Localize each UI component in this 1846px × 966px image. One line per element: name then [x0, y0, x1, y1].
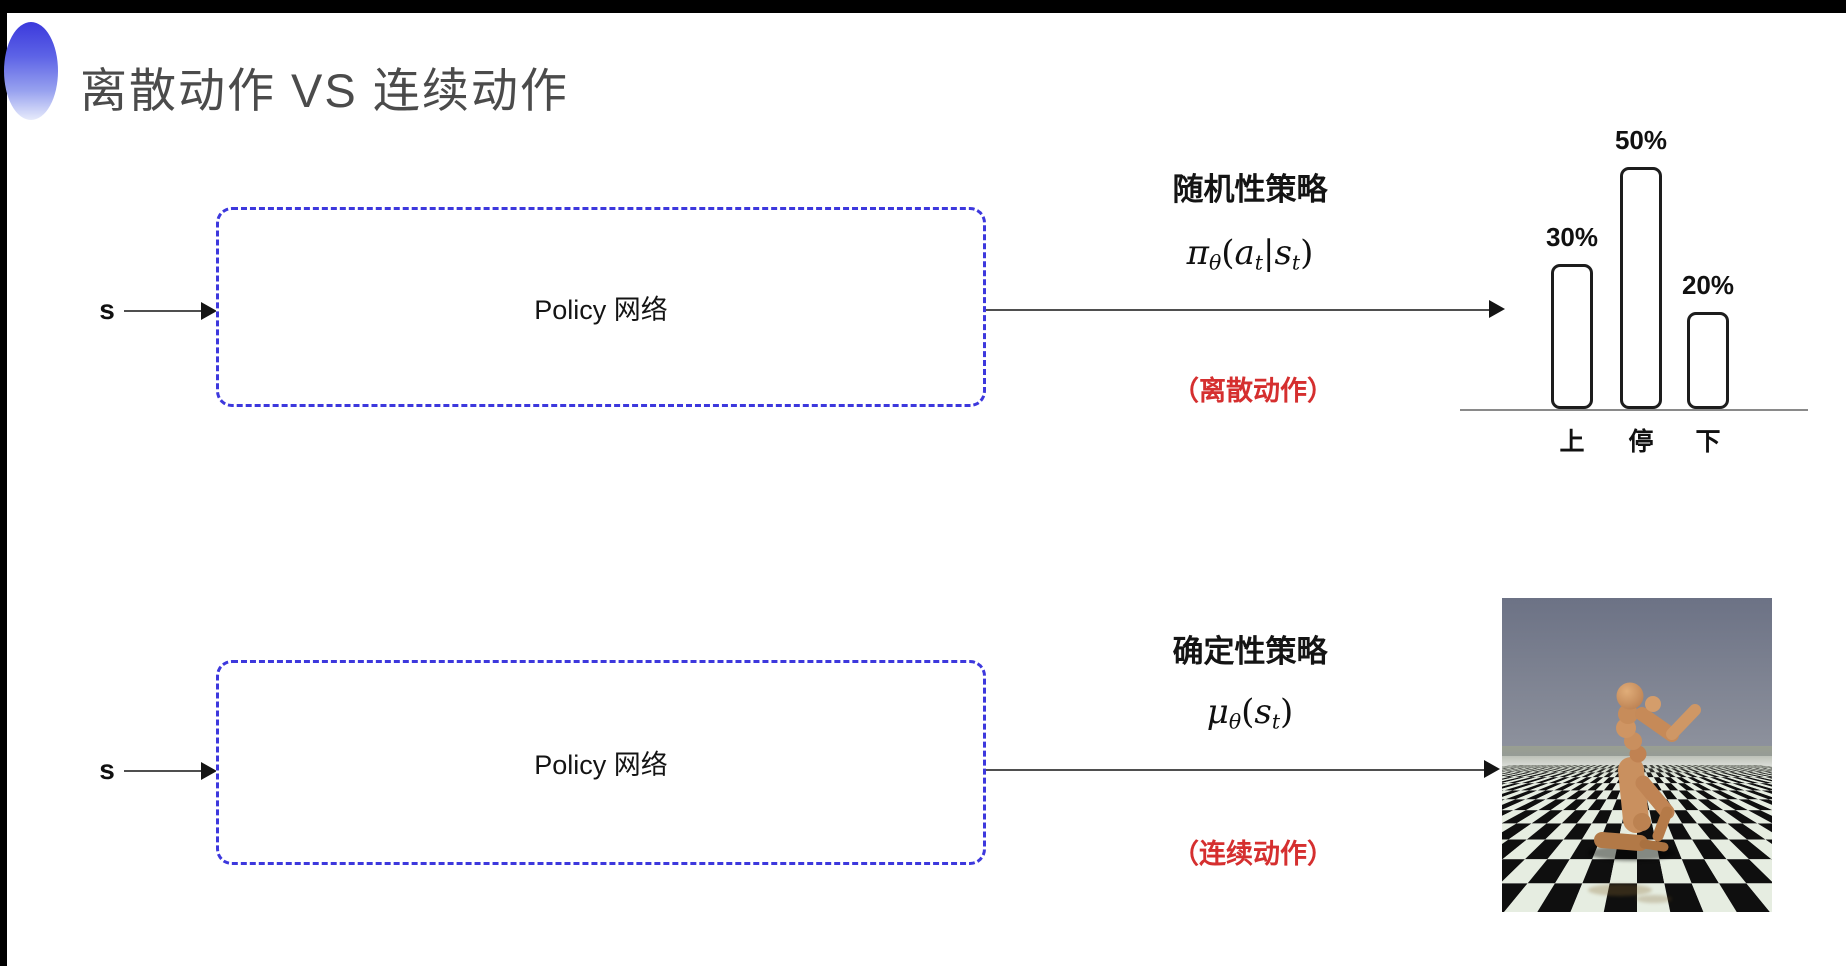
- bottom-input-arrow-line: [124, 770, 204, 772]
- formula-segment: |: [1263, 233, 1275, 273]
- top-output-arrow-line: [986, 309, 1491, 311]
- top-output-arrowhead-icon: [1489, 300, 1505, 318]
- page-title: 离散动作 VS 连续动作: [80, 64, 569, 117]
- deterministic-policy-formula: μθ(st): [1085, 692, 1415, 734]
- formula-segment: s: [1274, 233, 1292, 273]
- title-bullet-icon: [4, 22, 58, 120]
- bottom-output-arrowhead-icon: [1484, 760, 1500, 778]
- stochastic-policy-title: 随机性策略: [1172, 172, 1328, 207]
- formula-segment: a: [1234, 233, 1255, 273]
- action-probability-bar-chart: 30% 上 50% 停 20% 下: [1455, 112, 1820, 462]
- deterministic-policy-title: 确定性策略: [1172, 634, 1328, 669]
- probability-bar-下: [1687, 312, 1729, 409]
- formula-segment: t: [1291, 250, 1301, 275]
- formula-segment: μ: [1206, 692, 1229, 732]
- bar-value-label: 50%: [1614, 125, 1668, 155]
- bottom-state-label: s: [99, 754, 115, 785]
- bar-value-label: 30%: [1545, 222, 1599, 252]
- formula-segment: t: [1271, 709, 1281, 734]
- sim-sky: [1502, 598, 1772, 756]
- top-edge-bar: [0, 0, 1846, 13]
- sim-humanoid-robot: [1588, 682, 1701, 903]
- humanoid-simulation-image: [1502, 598, 1772, 912]
- formula-segment: (: [1221, 233, 1235, 273]
- probability-bar-上: [1551, 264, 1593, 409]
- bottom-policy-network-label: Policy 网络: [534, 750, 668, 780]
- formula-segment: ): [1280, 692, 1294, 732]
- top-policy-network-label: Policy 网络: [534, 294, 668, 325]
- formula-segment: θ: [1228, 709, 1242, 734]
- formula-segment: ): [1300, 233, 1314, 273]
- bottom-policy-network-box: Policy 网络: [216, 660, 986, 865]
- discrete-action-annotation: （离散动作）: [1172, 376, 1334, 406]
- continuous-action-annotation: （连续动作）: [1172, 839, 1334, 869]
- bar-value-label: 20%: [1681, 270, 1735, 300]
- top-input-arrow-line: [124, 310, 204, 312]
- formula-segment: t: [1254, 250, 1263, 275]
- humanoid-simulation-svg: [1502, 598, 1772, 912]
- bottom-output-arrow-line: [986, 769, 1486, 771]
- bar-category-label: 停: [1628, 428, 1654, 456]
- bar-category-label: 下: [1695, 428, 1721, 456]
- bar-category-label: 上: [1559, 428, 1585, 456]
- probability-bar-停: [1620, 167, 1662, 409]
- chart-baseline: [1460, 409, 1808, 411]
- stochastic-policy-formula: πθ(at|st): [1085, 233, 1415, 275]
- bottom-input-arrowhead-icon: [201, 762, 217, 780]
- left-edge-bar: [0, 0, 7, 966]
- formula-segment: π: [1186, 233, 1209, 273]
- top-policy-network-box: Policy 网络: [216, 207, 986, 407]
- top-state-label: s: [99, 294, 115, 325]
- formula-segment: s: [1254, 692, 1272, 732]
- formula-segment: (: [1241, 692, 1255, 732]
- top-input-arrowhead-icon: [201, 302, 217, 320]
- formula-segment: θ: [1208, 250, 1222, 275]
